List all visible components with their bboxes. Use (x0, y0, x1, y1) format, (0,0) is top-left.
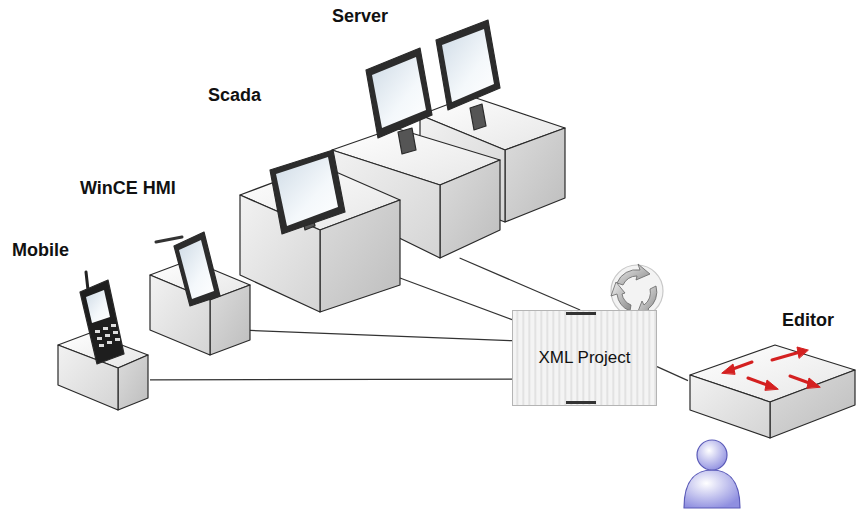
connector-line (657, 367, 688, 381)
scada-node: Scada (240, 150, 400, 312)
mobile-phone (58, 272, 148, 410)
box-label: XML Project (539, 348, 631, 368)
scada-station (240, 150, 400, 312)
connector-line (400, 278, 512, 320)
xml-project-box: XML Project (512, 310, 657, 406)
hmi-terminal (150, 232, 250, 355)
device-label: Editor (782, 310, 834, 331)
mobile-node: Mobile (55, 272, 150, 412)
connector-line (250, 330, 512, 340)
connector-line (460, 258, 581, 310)
network-switch (690, 345, 855, 438)
user-figure (684, 440, 740, 508)
connector-line (150, 379, 512, 381)
device-label: WinCE HMI (80, 178, 176, 199)
device-label: Server (332, 6, 388, 27)
server-node: Server (330, 30, 570, 258)
editor-node: Editor (688, 345, 856, 507)
device-label: Mobile (12, 240, 69, 261)
device-label: Scada (208, 85, 261, 106)
hmi-node: WinCE HMI (150, 228, 250, 356)
